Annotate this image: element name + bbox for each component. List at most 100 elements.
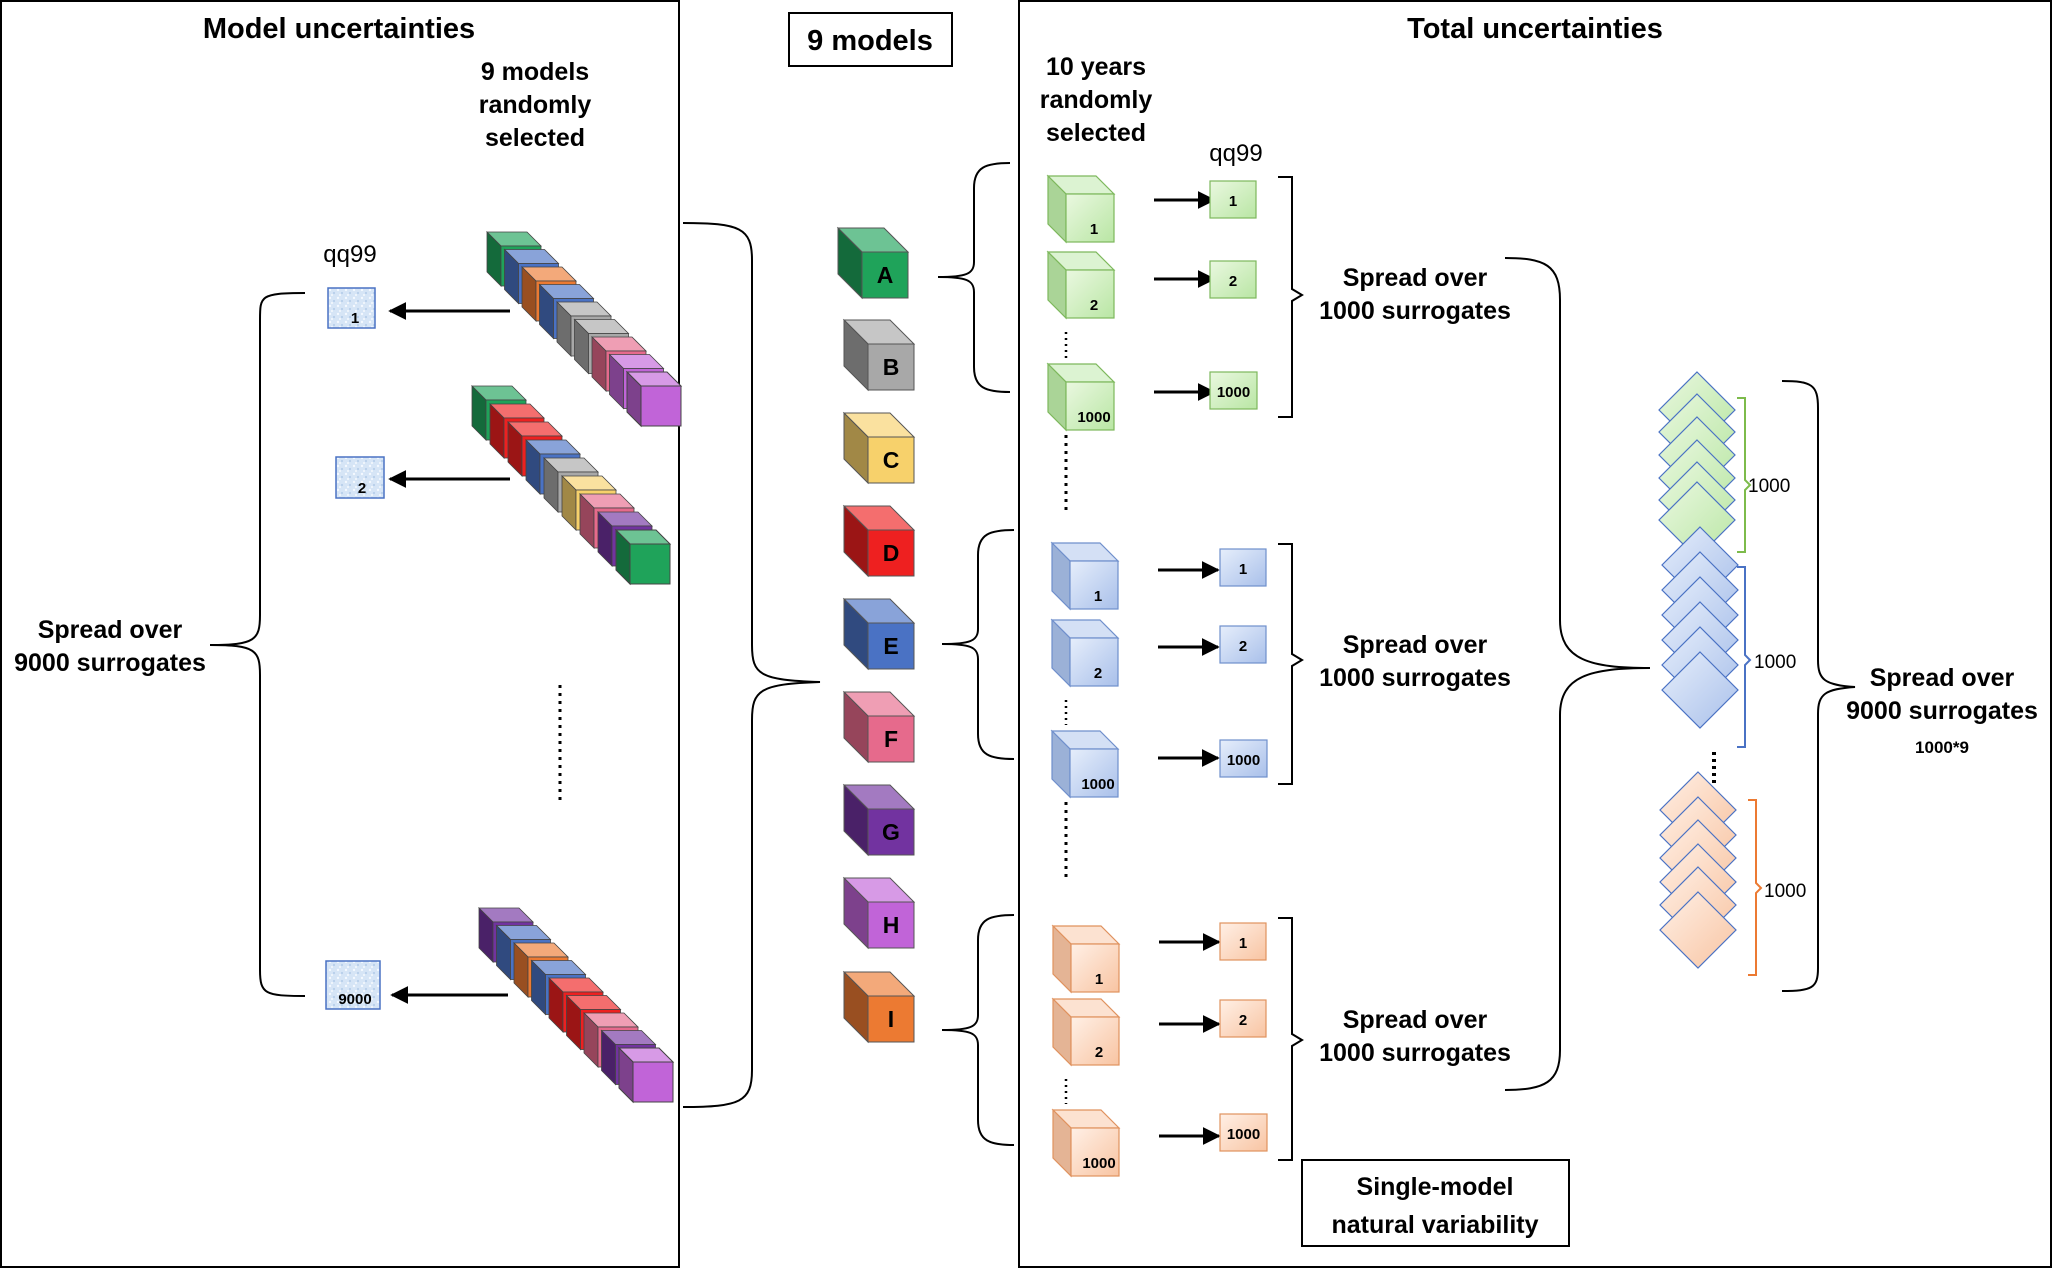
model-letter: H [883,912,900,938]
surrogate-diamond [1659,891,1737,969]
combine-brace [1504,257,1651,1091]
model-cube: A [836,226,910,300]
qq99-square [1219,739,1268,778]
stack-group-label: 1000 [1748,476,1790,497]
model-chain [471,385,672,586]
year-cube: 1000 [1046,362,1116,432]
stack-spread-label-line1: Spread over [1870,664,2015,692]
svg-text:1: 1 [351,310,359,327]
qq99-square [1219,1113,1268,1152]
stack-spread-label-line2: 9000 surrogates [1846,697,2038,725]
year-cube: 1000 [1050,729,1120,799]
model-cube: I [842,970,916,1044]
stack-product-label: 1000*9 [1915,738,1969,757]
right-qq99-label: qq99 [1209,140,1262,167]
group-spread-label-line1: Spread over [1343,264,1488,292]
left-surrogate-square: 2 [335,456,385,499]
stack-group-label: 1000 [1754,652,1796,673]
qq99-square-label: 1 [1239,935,1247,952]
natural-variability-group: 1 1 2 2 1000 1000 [937,162,1304,432]
left-spread-label-line2: 9000 surrogates [14,649,206,677]
qq99-square-label: 2 [1239,1012,1247,1029]
chain-front-cube [614,528,672,586]
model-cube: C [842,411,916,485]
model-letter: B [883,354,900,380]
year-cube: 2 [1046,250,1116,320]
qq99-square-label: 1 [1239,561,1247,578]
left-panel-title: Model uncertainties [203,13,475,45]
qq99-square-label: 1000 [1227,752,1260,769]
group-left-brace [941,529,1015,760]
group-right-brace [1278,917,1304,1161]
stack-group-bracket [1737,566,1752,748]
stack-group-bracket [1737,397,1752,553]
year-cube: 2 [1050,618,1120,688]
stack-group-bracket [1748,799,1763,976]
left-spread-brace [209,292,306,997]
model-letter: C [883,447,900,473]
qq99-square-label: 1 [1229,193,1237,210]
model-letter: D [883,540,900,566]
model-chain [478,907,675,1104]
qq99-square [1209,260,1257,299]
year-cube-label: 2 [1095,1044,1103,1061]
right-selection-label-line3: selected [1046,119,1146,147]
qq99-square-label: 2 [1229,273,1237,290]
year-cube-label: 1 [1095,971,1103,988]
model-cube: F [842,690,916,764]
natural-variability-label-line2: natural variability [1331,1211,1538,1239]
qq99-square [1209,180,1257,219]
year-cube-label: 1000 [1077,409,1110,426]
qq99-square [1219,548,1267,587]
natural-variability-label-line1: Single-model [1357,1173,1514,1201]
svg-text:2: 2 [358,480,366,497]
group-left-brace [937,162,1011,393]
middle-title-box [788,12,953,67]
year-cube-label: 1 [1090,221,1098,238]
group-right-brace [1278,543,1304,785]
group-left-brace [941,914,1015,1146]
left-surrogate-square: 9000 [325,960,381,1010]
qq99-square-label: 1000 [1217,384,1250,401]
left-surrogate-square: 1 [327,287,376,329]
year-cube: 1 [1051,924,1121,994]
year-cube-label: 1 [1094,588,1102,605]
year-cube-label: 2 [1090,297,1098,314]
model-letter: G [882,819,900,845]
group-spread-label-line2: 1000 surrogates [1319,297,1511,325]
group-right-brace [1278,176,1304,418]
group-spread-label-line1: Spread over [1343,631,1488,659]
model-cube: H [842,876,916,950]
qq99-square [1219,922,1267,961]
left-selection-label-line2: randomly [479,91,592,119]
left-panel-frame [0,0,680,1268]
chain-front-cube [617,1046,675,1104]
year-cube-label: 1000 [1082,1155,1115,1172]
year-cube: 1000 [1051,1108,1121,1178]
chain-front-cube [625,370,683,428]
qq99-square-label: 2 [1239,638,1247,655]
natural-variability-group: 1 1 2 2 1000 1000 [941,529,1304,799]
year-cube: 1 [1050,541,1120,611]
group-spread-label-line2: 1000 surrogates [1319,1039,1511,1067]
left-selection-label-line3: selected [485,124,585,152]
model-cube: B [842,318,916,392]
left-selection-label-line1: 9 models [481,58,589,86]
right-selection-label-line1: 10 years [1046,53,1146,81]
middle-panel-title: 9 models [807,25,933,57]
natural-variability-box [1301,1159,1570,1247]
stack-total-brace [1781,380,1856,992]
svg-text:9000: 9000 [338,991,371,1008]
surrogate-diamond [1661,651,1739,729]
right-selection-label-line2: randomly [1040,86,1153,114]
diamond-stack [1658,371,1739,969]
right-panel-frame [1018,0,2052,1268]
year-cube: 1 [1046,174,1116,244]
model-letter: I [888,1006,894,1032]
qq99-square [1209,371,1258,410]
year-cube: 2 [1051,997,1121,1067]
